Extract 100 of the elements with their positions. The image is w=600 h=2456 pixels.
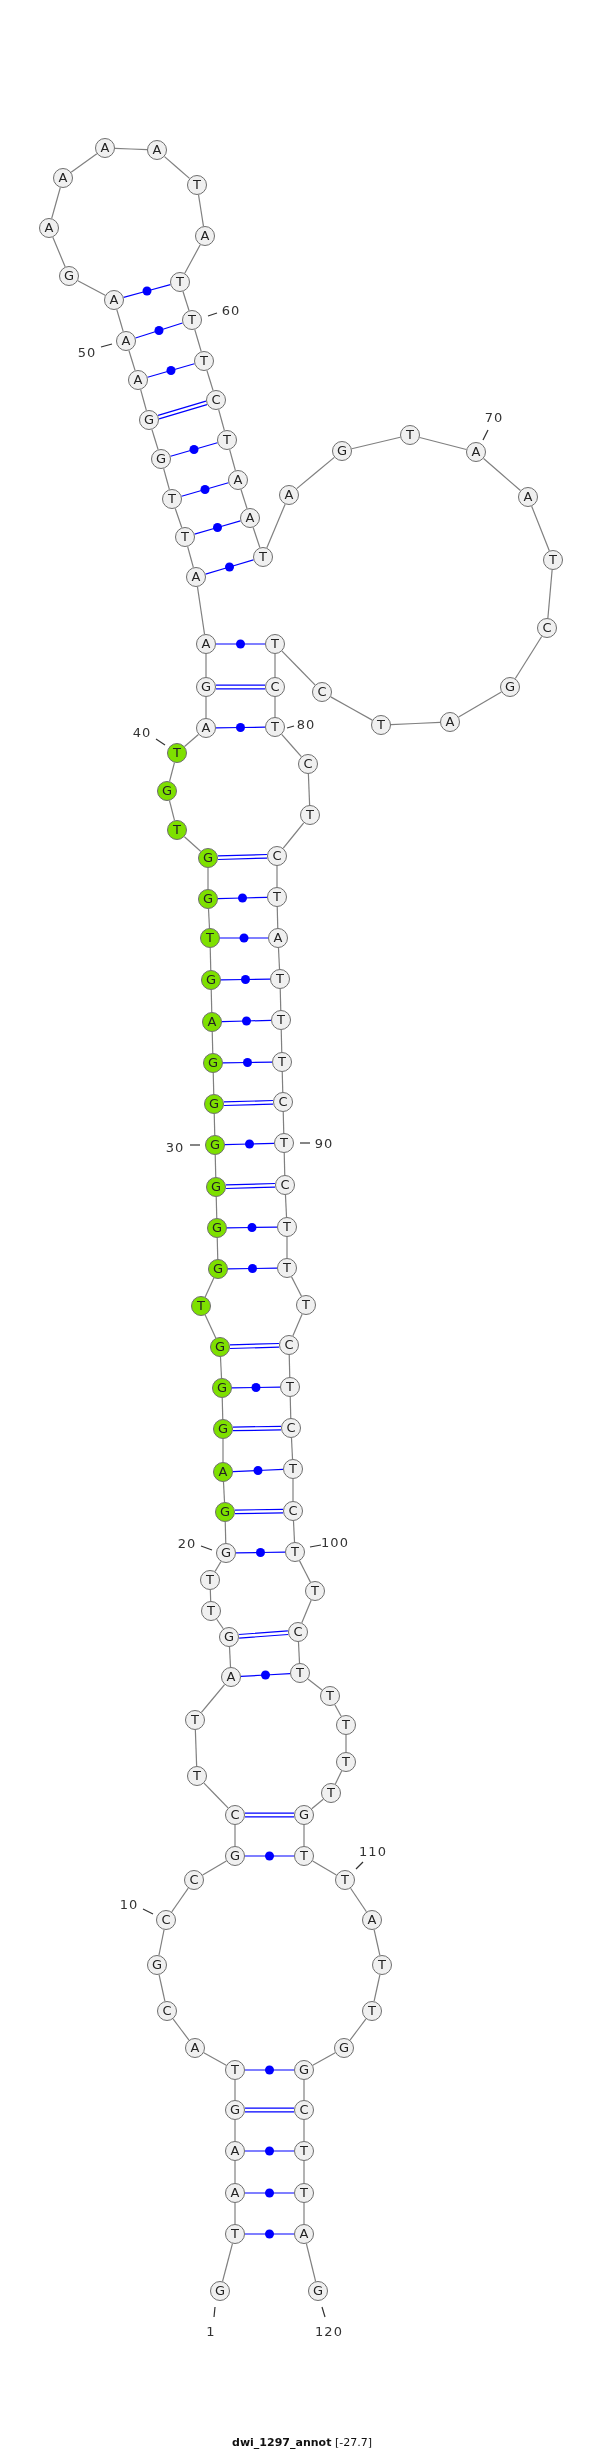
backbone-line: [221, 1397, 224, 1420]
backbone-line: [187, 546, 194, 568]
backbone-line: [281, 733, 302, 758]
backbone-line: [277, 947, 281, 970]
backbone-line: [174, 507, 183, 529]
nucleotide-circle: G: [207, 1218, 227, 1238]
nucleotide-circle: T: [320, 1686, 340, 1706]
backbone-line: [286, 1236, 288, 1259]
backbone-line: [419, 436, 467, 451]
nucleotide-circle: C: [267, 846, 287, 866]
backbone-line: [194, 1729, 198, 1767]
backbone-line: [234, 1824, 236, 1847]
backbone-line: [301, 1599, 312, 1624]
nucleotide-circle: A: [440, 712, 460, 732]
nucleotide-circle: C: [156, 1910, 176, 1930]
nucleotide-circle: T: [270, 969, 290, 989]
backbone-line: [158, 1974, 166, 2002]
nucleotide-circle: T: [371, 715, 391, 735]
backbone-line: [350, 1887, 367, 1913]
backbone-line: [307, 773, 311, 806]
backbone-line: [334, 1704, 342, 1717]
backbone-line: [305, 2243, 317, 2282]
position-number: 40: [132, 724, 152, 740]
nucleotide-circle: G: [139, 410, 159, 430]
base-pair-line: [227, 1267, 278, 1270]
nucleotide-circle: G: [198, 889, 218, 909]
base-pair-line: [215, 726, 266, 729]
backbone-line: [171, 1887, 189, 1913]
base-pair-line: [244, 2150, 295, 2152]
backbone-line: [224, 1521, 227, 1544]
backbone-line: [266, 503, 286, 549]
backbone-line: [200, 1684, 226, 1713]
backbone-line: [209, 947, 212, 971]
backbone-line: [280, 1029, 283, 1053]
backbone-line: [222, 1438, 224, 1463]
backbone-line: [158, 1929, 165, 1956]
backbone-line: [547, 569, 553, 619]
backbone-line: [311, 1798, 324, 1810]
nucleotide-circle: G: [147, 1955, 167, 1975]
nucleotide-circle: G: [210, 1337, 230, 1357]
backbone-line: [281, 1071, 284, 1093]
backbone-line: [297, 1641, 301, 1664]
base-pair-line: [244, 2192, 295, 2194]
nucleotide-circle: T: [305, 1581, 325, 1601]
backbone-line: [292, 1478, 294, 1502]
backbone-line: [203, 1782, 229, 1809]
base-pair-line: [134, 322, 184, 339]
backbone-line: [284, 1194, 288, 1218]
nucleotide-circle: G: [208, 1259, 228, 1279]
backbone-line: [211, 1031, 214, 1054]
nucleotide-circle: C: [288, 1622, 308, 1642]
backbone-line: [252, 526, 261, 549]
nucleotide-circle: T: [296, 1295, 316, 1315]
nucleotide-circle: T: [272, 1052, 292, 1072]
nucleotide-circle: C: [281, 1418, 301, 1438]
nucleotide-circle: A: [202, 1012, 222, 1032]
backbone-line: [307, 1678, 323, 1691]
nucleotide-circle: A: [225, 2183, 245, 2203]
nucleotide-circle: T: [162, 489, 182, 509]
backbone-line: [204, 1314, 217, 1339]
nucleotide-circle: A: [279, 485, 299, 505]
nucleotide-circle: T: [300, 805, 320, 825]
base-pair-line: [215, 643, 266, 645]
backbone-line: [351, 436, 401, 450]
base-pair-line: [240, 1673, 291, 1677]
backbone-line: [281, 650, 316, 686]
nucleotide-circle: G: [225, 1846, 245, 1866]
backbone-line: [228, 1646, 232, 1668]
nucleotide-circle: C: [273, 1092, 293, 1112]
backbone-line: [303, 2119, 305, 2142]
backbone-line: [298, 1560, 312, 1583]
nucleotide-circle: C: [279, 1335, 299, 1355]
backbone-line: [283, 1152, 286, 1176]
nucleotide-circle: C: [206, 390, 226, 410]
backbone-line: [116, 309, 124, 332]
backbone-line: [203, 2052, 227, 2066]
base-pair-line: [226, 1226, 278, 1229]
nucleotide-circle: T: [294, 2141, 314, 2161]
backbone-line: [163, 468, 170, 490]
backbone-line: [349, 2018, 367, 2041]
backbone-line: [183, 733, 200, 748]
backbone-line: [234, 2160, 236, 2184]
nucleotide-circle: C: [184, 1870, 204, 1890]
nucleotide-circle: A: [466, 442, 486, 462]
nucleotide-circle: A: [128, 370, 148, 390]
nucleotide-circle: A: [213, 1462, 233, 1482]
base-pair-line: [225, 1182, 276, 1190]
nucleotide-circle: T: [290, 1663, 310, 1683]
backbone-line: [373, 1929, 381, 1956]
nucleotide-circle: T: [194, 351, 214, 371]
base-pair-line: [170, 442, 218, 457]
nucleotide-circle: C: [294, 2100, 314, 2120]
backbone-line: [234, 2119, 236, 2142]
backbone-line: [282, 822, 305, 849]
nucleotide-circle: G: [334, 2038, 354, 2058]
nucleotide-circle: T: [187, 175, 207, 195]
nucleotide-circle: A: [147, 140, 167, 160]
backbone-line: [184, 244, 201, 274]
backbone-line: [216, 1618, 224, 1630]
backbone-line: [303, 2160, 305, 2184]
